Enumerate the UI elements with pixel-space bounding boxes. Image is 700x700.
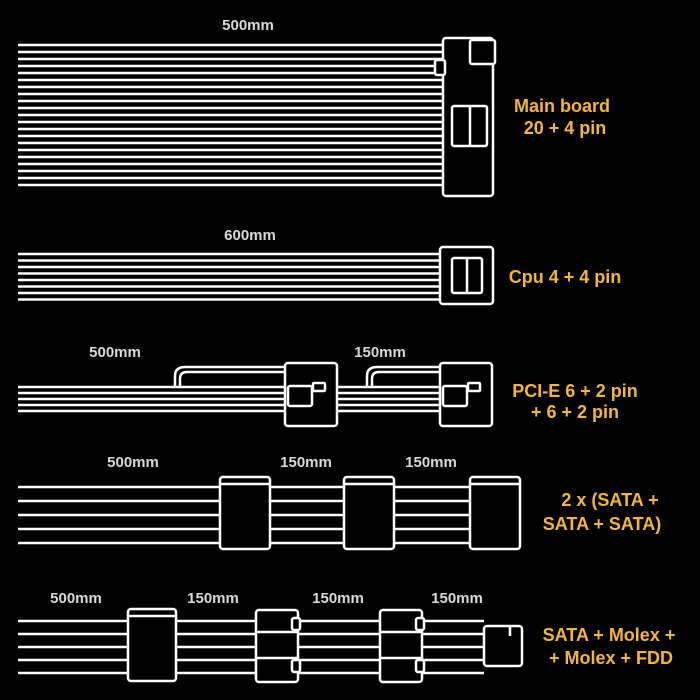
sata-length-3: 150mm [405, 454, 457, 471]
sata-label-line-1: 2 x (SATA + [561, 490, 658, 510]
pcie-connector-1 [283, 361, 339, 428]
cpu-label: Cpu 4 + 4 pin [509, 267, 622, 287]
cpu-connector [438, 245, 495, 306]
main-board-connector [433, 36, 497, 198]
peripheral-sata-connector [126, 607, 178, 683]
sata-connector-2 [342, 475, 396, 551]
sata-connector-3 [468, 475, 522, 551]
peripheral-length-1: 500mm [50, 590, 102, 607]
pcie-length-2: 150mm [354, 344, 406, 361]
pcie-cable: 500mm 150mm PCI-E 6 + 2 pin + 6 + 2 pin [18, 344, 638, 428]
main-board-cable: 500mm Main board 20 + 4 pin [18, 17, 610, 198]
main-board-wires [18, 43, 444, 187]
peripheral-length-3: 150mm [312, 590, 364, 607]
peripheral-molex-connector-1 [254, 608, 302, 684]
cpu-cable: 600mm Cpu 4 + 4 pin [18, 227, 622, 306]
pcie-wires [18, 385, 441, 413]
peripheral-label-line-2: + Molex + FDD [549, 648, 673, 668]
peripheral-molex-connector-2 [378, 608, 426, 684]
peripheral-cable: 500mm 150mm 150mm 150mm SATA + Molex + +… [18, 590, 676, 684]
pcie-split-wires [173, 365, 440, 386]
sata-label-line-2: SATA + SATA) [543, 514, 662, 534]
peripheral-length-2: 150mm [187, 590, 239, 607]
sata-cable: 500mm 150mm 150mm 2 x (SATA + SATA + SAT… [18, 454, 662, 551]
cpu-length: 600mm [224, 227, 276, 244]
pcie-label-line-2: + 6 + 2 pin [531, 402, 619, 422]
peripheral-fdd-connector [482, 624, 524, 668]
peripheral-label-line-1: SATA + Molex + [543, 625, 676, 645]
peripheral-length-4: 150mm [431, 590, 483, 607]
sata-length-1: 500mm [107, 454, 159, 471]
cpu-wires [18, 252, 441, 301]
main-board-label-line-2: 20 + 4 pin [524, 118, 607, 138]
pcie-length-1: 500mm [89, 344, 141, 361]
sata-length-2: 150mm [280, 454, 332, 471]
main-board-length: 500mm [222, 17, 274, 34]
pcie-connector-2 [438, 361, 494, 428]
sata-connector-1 [218, 475, 272, 551]
pcie-label-line-1: PCI-E 6 + 2 pin [512, 381, 638, 401]
main-board-label-line-1: Main board [514, 96, 610, 116]
